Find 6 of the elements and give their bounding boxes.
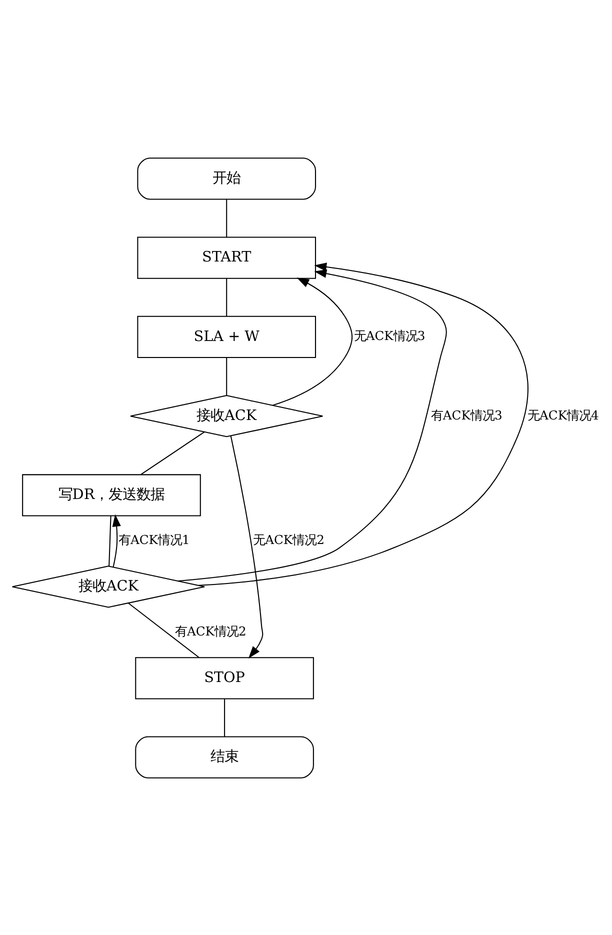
- edge-label: 无ACK情况4: [528, 408, 599, 422]
- edge-label: 无ACK情况3: [354, 328, 426, 343]
- edge-label: 有ACK情况2: [174, 624, 246, 638]
- edge-label: 无ACK情况2: [253, 532, 324, 547]
- edge-label: 有ACK情况1: [118, 532, 190, 547]
- edge-label: 有ACK情况3: [430, 408, 502, 422]
